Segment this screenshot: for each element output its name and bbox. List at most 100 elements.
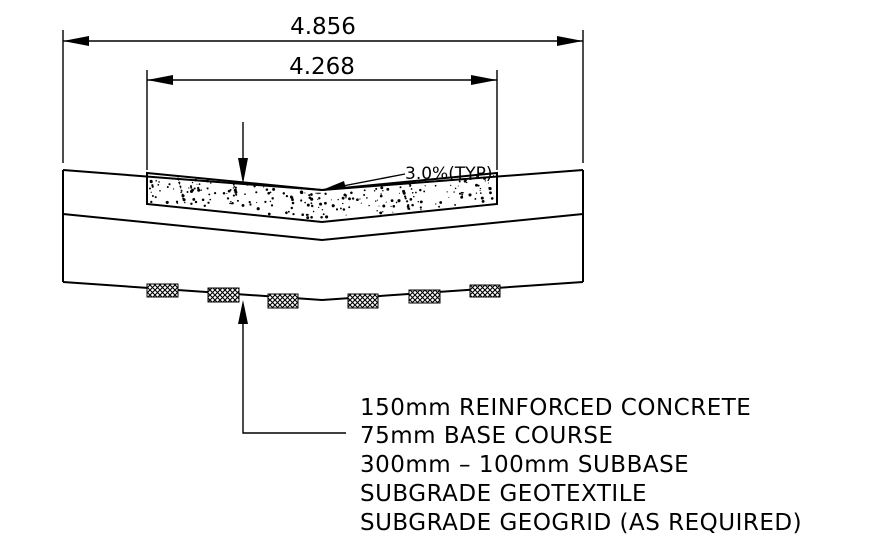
aggregate-dot	[291, 201, 295, 205]
thickness-arrow	[238, 122, 248, 184]
aggregate-dot	[458, 192, 462, 195]
aggregate-dot	[256, 202, 258, 204]
aggregate-dot	[196, 183, 198, 185]
aggregate-dot	[180, 187, 182, 189]
aggregate-dot	[475, 176, 478, 178]
aggregate-dot	[306, 216, 310, 220]
aggregate-dot	[341, 196, 345, 200]
aggregate-dot	[178, 183, 181, 185]
aggregate-dot	[460, 195, 464, 199]
aggregate-dot	[198, 183, 201, 185]
aggregate-dot	[331, 204, 335, 208]
aggregate-dot	[492, 175, 495, 177]
aggregate-dot	[241, 203, 245, 207]
aggregate-dot	[194, 200, 198, 204]
aggregate-dot	[439, 201, 443, 204]
aggregate-dot	[423, 190, 426, 193]
aggregate-dot	[382, 204, 386, 208]
aggregate-dot	[419, 188, 422, 192]
aggregate-dot	[237, 200, 239, 202]
aggregate-dot	[409, 198, 413, 201]
aggregate-dot	[181, 191, 183, 193]
aggregate-dot	[196, 186, 200, 190]
aggregate-dot	[339, 207, 342, 210]
aggregate-dot	[322, 213, 325, 216]
aggregate-dot	[201, 198, 205, 202]
aggregate-dot	[177, 179, 180, 181]
aggregate-dot	[318, 197, 321, 200]
aggregate-dot	[403, 195, 407, 198]
aggregate-dot	[209, 198, 212, 201]
aggregate-dot	[350, 191, 353, 195]
aggregate-dot	[165, 200, 169, 204]
aggregate-dot	[345, 214, 347, 216]
aggregate-dot	[382, 211, 384, 213]
aggregate-dot	[320, 216, 323, 219]
aggregate-dot	[390, 199, 394, 203]
aggregate-dot	[395, 201, 398, 204]
aggregate-dot	[312, 210, 315, 213]
aggregate-dot	[479, 190, 481, 192]
aggregate-dot	[301, 213, 304, 216]
aggregate-dot	[186, 191, 189, 193]
aggregate-dot	[292, 212, 295, 216]
aggregate-dot	[291, 198, 294, 202]
aggregate-dot	[379, 194, 383, 198]
aggregate-dot	[308, 194, 311, 197]
aggregate-dot	[244, 193, 246, 196]
aggregate-dot	[310, 215, 313, 219]
aggregate-dot	[181, 194, 185, 198]
aggregate-dot	[271, 197, 274, 200]
aggregate-dot	[304, 192, 306, 194]
aggregate-dot	[463, 180, 467, 183]
aggregate-dot	[360, 202, 362, 204]
aggregate-dot	[330, 199, 333, 201]
aggregate-dot	[483, 177, 486, 180]
aggregate-dot	[304, 201, 306, 204]
aggregate-dot	[248, 201, 251, 204]
aggregate-dot	[178, 181, 181, 184]
aggregate-dot	[402, 191, 406, 195]
aggregate-dot	[310, 202, 313, 205]
aggregate-dot	[269, 191, 272, 194]
aggregate-dot	[272, 187, 276, 191]
aggregate-dot	[315, 192, 317, 194]
aggregate-dot	[191, 188, 195, 192]
aggregate-dot	[213, 191, 217, 195]
aggregate-dot	[233, 185, 236, 188]
aggregate-dot	[287, 210, 290, 213]
aggregate-dot	[351, 197, 355, 200]
aggregate-dot	[405, 200, 409, 203]
aggregate-dot	[342, 208, 346, 211]
aggregate-dot	[480, 196, 484, 200]
aggregate-dot	[324, 192, 327, 195]
aggregate-dot	[299, 190, 303, 194]
aggregate-dot	[226, 197, 230, 200]
aggregate-dot	[413, 195, 415, 198]
aggregate-dot	[267, 191, 271, 195]
aggregate-dot	[419, 206, 422, 209]
aggregate-dot	[419, 200, 423, 204]
aggregate-dot	[255, 191, 258, 194]
aggregate-dot	[246, 183, 249, 186]
aggregate-dot	[398, 192, 400, 194]
aggregate-dot	[172, 188, 175, 190]
aggregate-dot	[487, 182, 489, 184]
aggregate-dot	[310, 197, 314, 201]
aggregate-dot	[234, 186, 237, 189]
aggregate-dot	[321, 209, 324, 211]
aggregate-dot	[380, 186, 384, 190]
aggregate-dot	[385, 201, 387, 203]
aggregate-dot	[363, 189, 366, 192]
aggregate-dot	[446, 191, 448, 193]
aggregate-dot	[462, 191, 464, 194]
aggregate-dot	[379, 211, 383, 215]
aggregate-dot	[267, 212, 271, 216]
inner-width-label: 4.268	[289, 54, 355, 80]
aggregate-dot	[150, 191, 152, 193]
aggregate-dot	[454, 187, 457, 190]
aggregate-dot	[180, 189, 183, 192]
aggregate-dot	[484, 180, 486, 182]
note-line-4: SUBGRADE GEOTEXTILE	[360, 481, 647, 507]
